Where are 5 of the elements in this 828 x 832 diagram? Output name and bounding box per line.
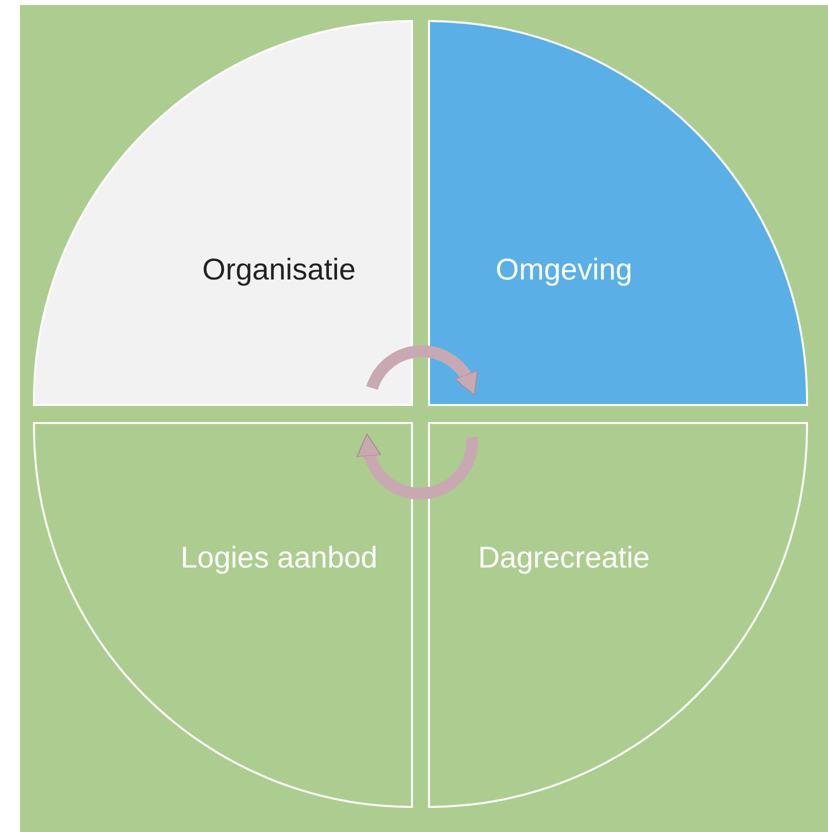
segment-label: Omgeving	[496, 252, 632, 288]
segment-label: Logies aanbod	[180, 540, 378, 576]
segment-label: Dagrecreatie	[478, 540, 650, 576]
curved-arrow	[357, 434, 478, 500]
segment-label: Organisatie	[202, 252, 356, 288]
